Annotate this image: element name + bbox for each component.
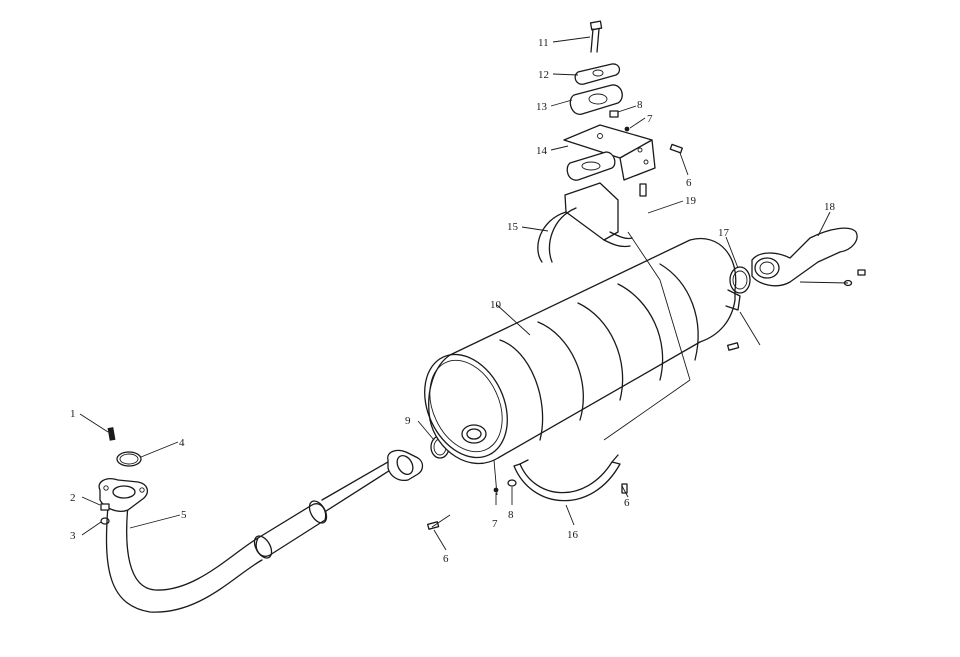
callout-1: 1	[70, 408, 76, 420]
callout-13: 13	[536, 101, 548, 113]
upper-bolt	[669, 143, 683, 154]
muffler	[424, 237, 741, 464]
rear-nut	[857, 269, 866, 276]
leader-lines	[79, 36, 849, 551]
callout-6-upper: 6	[686, 177, 692, 189]
upper-muffler-strap	[537, 182, 633, 263]
callout-8-upper: 8	[637, 99, 643, 111]
lower-muffler-strap	[513, 454, 621, 502]
strap-bolt	[639, 183, 647, 197]
callout-6-lower-left: 6	[443, 553, 449, 565]
hanger-bolt	[589, 20, 603, 53]
callout-14: 14	[536, 145, 548, 157]
front-pipe-flange	[98, 478, 149, 512]
washer	[100, 517, 110, 525]
callout-8-lower: 8	[508, 509, 514, 521]
callout-11: 11	[538, 37, 549, 49]
rear-bolt	[727, 342, 740, 351]
mid-pipe-flange	[387, 449, 424, 482]
lower-nut	[507, 479, 517, 487]
callout-17: 17	[718, 227, 730, 239]
lower-rubber-insulator	[566, 151, 616, 181]
callout-4: 4	[179, 437, 185, 449]
callout-15: 15	[507, 221, 519, 233]
callout-12: 12	[538, 69, 549, 81]
upper-rubber-insulator	[569, 84, 623, 115]
front-exhaust-pipe	[105, 454, 401, 613]
tail-pipe	[751, 227, 858, 287]
stud-bolt	[107, 427, 116, 441]
upper-washer	[624, 126, 630, 132]
lower-strap-bolt	[621, 483, 628, 494]
callout-19: 19	[685, 195, 697, 207]
callout-7-lower: 7	[492, 518, 498, 530]
callout-10: 10	[490, 299, 502, 311]
hanger-bracket	[563, 124, 656, 181]
nut	[100, 503, 110, 511]
callout-labels: 1 2 3 4 5 6 7 8 9 10 11 12 13 8 7 14 6 1…	[70, 37, 836, 565]
callout-3: 3	[70, 530, 76, 542]
callout-7-upper: 7	[647, 113, 653, 125]
bolt-lower	[427, 521, 440, 530]
callout-9: 9	[405, 415, 411, 427]
callout-5: 5	[181, 509, 187, 521]
upper-nut	[609, 110, 619, 118]
callout-16: 16	[567, 529, 579, 541]
callout-6-lower-right: 6	[624, 497, 630, 509]
front-gasket-ring	[116, 451, 142, 467]
hanger-washer-plate	[574, 63, 621, 85]
callout-18: 18	[824, 201, 836, 213]
callout-2: 2	[70, 492, 76, 504]
rear-gasket-ring	[729, 266, 751, 294]
